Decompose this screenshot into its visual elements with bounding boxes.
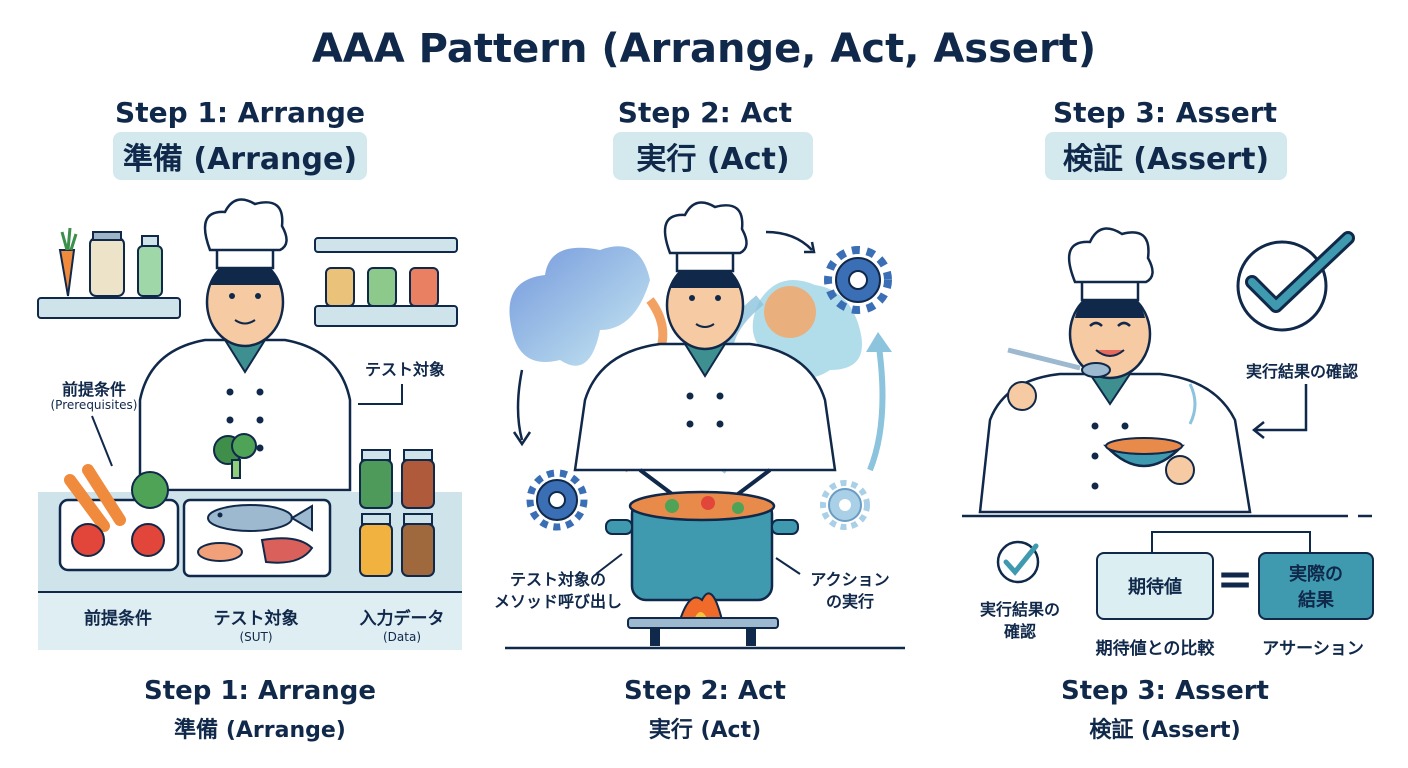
- step3-illustration: [962, 229, 1372, 582]
- actual-result-box: 実際の 結果: [1258, 552, 1374, 620]
- step1-bottom-label-data-sub: (Data): [342, 630, 462, 644]
- cooking-pot: [606, 492, 798, 646]
- step3-check-label-line1: 実行結果の: [962, 596, 1078, 620]
- cutting-board: [184, 500, 330, 576]
- step2-action-note-line2: の実行: [790, 588, 910, 612]
- vegetable-tray: [60, 470, 178, 570]
- step1-sut-note: テスト対象: [350, 356, 460, 380]
- step1-bottom-label-prerequisites: 前提条件: [68, 604, 168, 629]
- expected-value-box: 期待値: [1096, 552, 1214, 620]
- step1-footer-title: Step 1: Arrange: [90, 676, 430, 706]
- step3-footer-subtitle: 検証 (Assert): [995, 712, 1335, 744]
- gear-icon-right: [823, 483, 867, 527]
- check-circle-icon-small: [998, 542, 1038, 582]
- gear-icon-left: [530, 473, 584, 527]
- equals-sign: =: [1212, 554, 1258, 605]
- step1-bottom-label-data: 入力データ: [342, 604, 462, 629]
- chef-assert: [980, 229, 1250, 512]
- step2-footer-subtitle: 実行 (Act): [535, 712, 875, 744]
- check-circle-icon-large: [1238, 238, 1348, 330]
- step3-result-check-note: 実行結果の確認: [1222, 358, 1382, 382]
- step3-check-label-line2: 確認: [962, 618, 1078, 642]
- shelf-right: [315, 238, 457, 326]
- step2-method-call-note-line1: テスト対象の: [488, 566, 628, 590]
- step1-footer-subtitle: 準備 (Arrange): [90, 712, 430, 744]
- step1-bottom-label-sut: テスト対象: [196, 604, 316, 629]
- step3-footer-title: Step 3: Assert: [995, 676, 1335, 706]
- actual-result-label-line1: 実際の: [1289, 560, 1343, 586]
- assertion-label: アサーション: [1248, 634, 1378, 659]
- step2-method-call-note-line2: メソッド呼び出し: [488, 588, 628, 612]
- step2-action-note-line1: アクション: [790, 566, 910, 590]
- expected-value-label: 期待値: [1128, 573, 1182, 599]
- step1-illustration: [38, 200, 462, 651]
- step1-prerequisites-note-sub: (Prerequisites): [34, 398, 154, 412]
- compare-with-expected-label: 期待値との比較: [1080, 634, 1230, 659]
- step2-footer-title: Step 2: Act: [535, 676, 875, 706]
- actual-result-label-line2: 結果: [1298, 586, 1334, 612]
- step1-prerequisites-note: 前提条件: [44, 376, 144, 400]
- shelf-left: [38, 228, 180, 318]
- step1-bottom-label-sut-sub: (SUT): [196, 630, 316, 644]
